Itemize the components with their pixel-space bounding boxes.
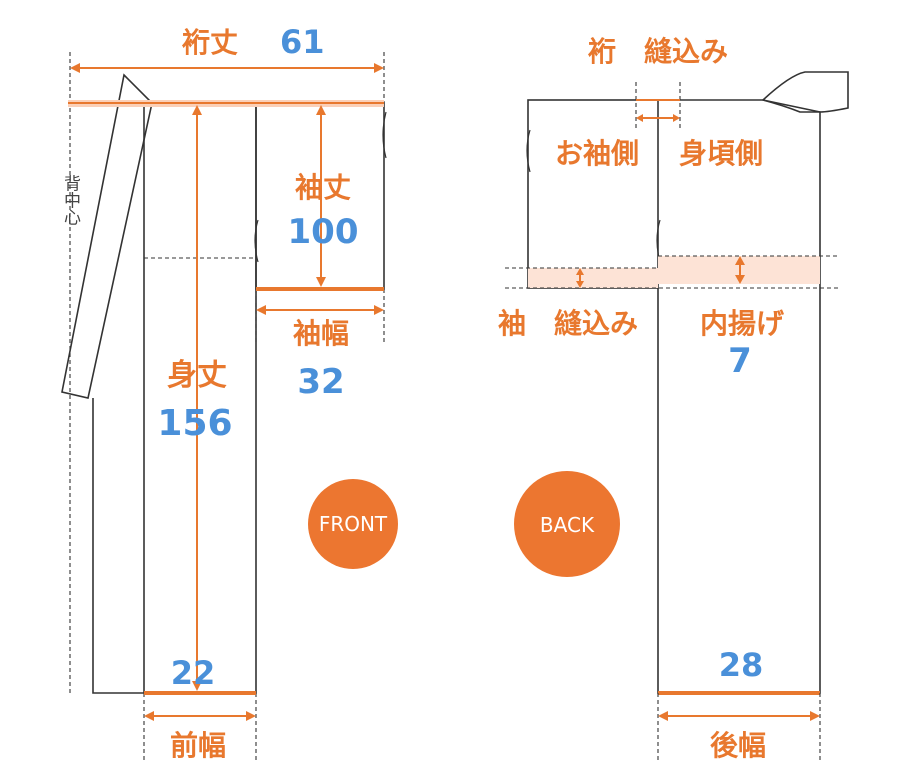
front-sleeve-curve [254, 219, 259, 263]
sode-haba-label: 袖幅 [293, 317, 349, 350]
center-back-label: 背中心 [60, 174, 81, 225]
sode-take-label: 袖丈 [295, 171, 351, 204]
uchiage-arrow-bottom [735, 275, 745, 284]
mae-haba-arrow-right [246, 711, 256, 721]
mitake-label: 身丈 [167, 358, 227, 393]
yuki-arrow-right [374, 63, 384, 73]
yuki-label: 裄丈 [181, 26, 238, 59]
sode-nuikomi-area [528, 268, 658, 288]
back-collar [761, 71, 849, 113]
ushiro-haba-arrow-right [810, 711, 820, 721]
mitake-arrow-bottom [192, 681, 202, 691]
front-collar [61, 73, 153, 399]
sode-haba-arrow-right [374, 305, 384, 315]
uchiage-label: 内揚げ [700, 307, 785, 340]
ushiro-haba-arrow-left [658, 711, 668, 721]
back-badge-label: BACK [540, 513, 595, 537]
sode-take-arrow-bottom [316, 277, 326, 287]
migoro-side-label: 身頃側 [679, 137, 763, 170]
yuki-nuikomi-arrow-left [636, 114, 643, 122]
yuki-arrow-left [70, 63, 80, 73]
yuki-nuikomi-label: 裄 縫込み [587, 35, 728, 68]
back-sleeve [527, 99, 659, 289]
sode-take-value: 100 [288, 212, 359, 252]
front-sleeve-curve-top [382, 111, 387, 159]
ushiro-haba-label: 後幅 [710, 729, 766, 762]
osode-side-label: お袖側 [555, 137, 639, 170]
yuki-nuikomi-arrow-right [673, 114, 680, 122]
yuki-value: 61 [280, 23, 325, 61]
mae-haba-value: 22 [171, 654, 216, 692]
sode-nuikomi-arrow-top [576, 268, 584, 275]
back-badge [514, 471, 620, 577]
sode-take-arrow-top [316, 105, 326, 115]
mitake-arrow-top [192, 105, 202, 115]
back-body-outline [657, 99, 821, 694]
front-badge [308, 479, 398, 569]
uchiage-arrow-top [735, 256, 745, 265]
front-badge-label: FRONT [319, 512, 388, 536]
back-sleeve-curve [526, 129, 531, 173]
uchiage-value: 7 [728, 341, 752, 381]
mae-haba-label: 前幅 [170, 729, 226, 762]
front-view: 裄丈 61 袖丈 100 袖幅 32 身丈 156 22 前幅 背中心 FRON… [60, 23, 398, 762]
sode-nuikomi-arrow-bottom [576, 281, 584, 288]
sode-haba-value: 32 [297, 362, 344, 402]
mitake-value: 156 [157, 403, 232, 444]
back-view: 裄 縫込み お袖側 身頃側 袖 縫込み 内揚げ 7 28 後幅 BACK [498, 35, 849, 762]
sode-haba-arrow-left [256, 305, 266, 315]
mae-haba-arrow-left [144, 711, 154, 721]
sode-nuikomi-label: 袖 縫込み [498, 307, 638, 340]
ushiro-haba-value: 28 [719, 646, 764, 684]
front-body-outline [92, 102, 257, 694]
